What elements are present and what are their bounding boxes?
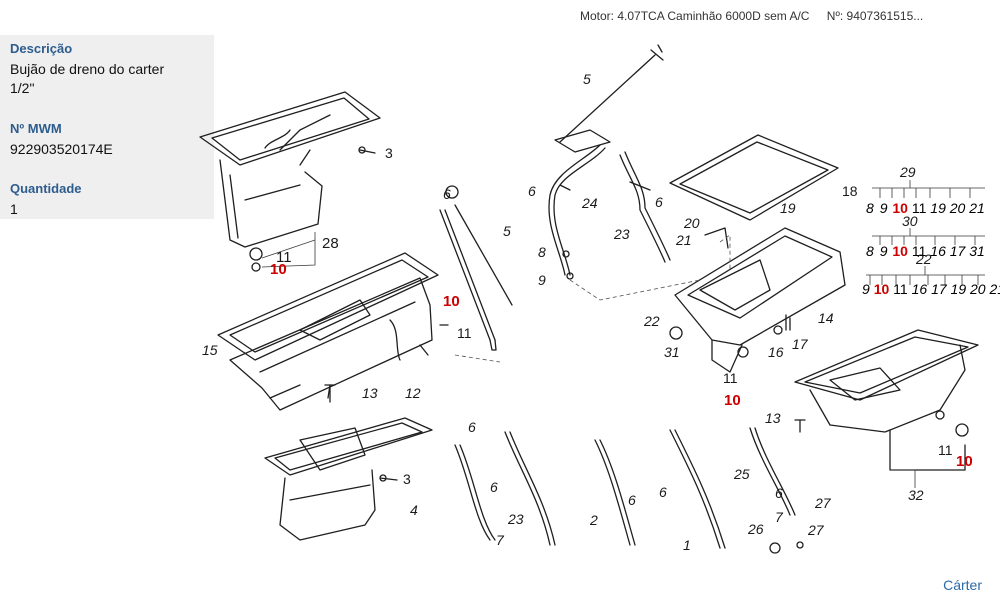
callout-14: 14 xyxy=(818,310,834,326)
callout-16: 16 xyxy=(768,344,784,360)
callout-15: 15 xyxy=(202,342,218,358)
callout-21: 21 xyxy=(675,232,692,248)
callout-3-top: 3 xyxy=(385,145,393,161)
callout-9: 9 xyxy=(538,272,546,288)
quantity-value: 1 xyxy=(10,201,18,217)
motor-label: Motor: 4.07TCA Caminhão 6000D sem A/C xyxy=(580,9,810,23)
mwm-number-value: 922903520174E xyxy=(10,141,113,157)
mwm-number-label: Nº MWM xyxy=(10,121,62,136)
callout-22-a: 22 xyxy=(643,313,660,329)
callout-17: 17 xyxy=(792,336,809,352)
callout-8: 8 xyxy=(538,244,546,260)
callout-10-top-left: 10 xyxy=(270,261,287,278)
callout-20: 20 xyxy=(683,215,700,231)
description-value-line2: 1/2" xyxy=(10,80,35,96)
callout-6-middle: 6 xyxy=(443,186,451,202)
callout-2: 2 xyxy=(589,512,598,528)
dipstick-tube-23 xyxy=(619,151,671,263)
callout-10-lower-right: 10 xyxy=(956,453,973,470)
callout-11-top-left: 11 xyxy=(276,249,292,266)
callout-22-b: 22 xyxy=(915,251,932,267)
oil-pan-right-upper xyxy=(669,134,846,373)
kit-row-3: 9 10 11 16 17 19 20 21 xyxy=(862,281,1000,297)
callout-31: 31 xyxy=(664,344,680,360)
kit-row-1: 8 9 10 11 19 20 21 xyxy=(866,200,985,216)
description-value-line1: Bujão de dreno do carter xyxy=(10,61,165,77)
callout-11-lower-right: 11 xyxy=(938,442,953,458)
callout-27-b: 27 xyxy=(807,522,825,538)
callout-11-right: 11 xyxy=(723,370,738,386)
header-info: Motor: 4.07TCA Caminhão 6000D sem A/C Nº… xyxy=(580,9,937,23)
callout-7-a: 7 xyxy=(496,532,505,548)
oil-pan-middle-left xyxy=(217,252,439,411)
callout-labels: 3 11 10 28 5 6 24 8 9 6 23 18 19 20 21 2… xyxy=(202,71,973,553)
oil-pan-right-lower xyxy=(794,329,979,471)
callout-24: 24 xyxy=(581,195,598,211)
callout-29: 29 xyxy=(899,164,916,180)
dipstick-middle xyxy=(439,185,513,351)
callout-30: 30 xyxy=(902,213,918,229)
callout-6-g: 6 xyxy=(775,485,783,501)
callout-6-f: 6 xyxy=(659,484,667,500)
kit-row-2: 8 9 10 11 16 17 31 xyxy=(866,243,985,259)
callout-1: 1 xyxy=(683,537,691,553)
oil-pan-top-left xyxy=(199,91,381,272)
part-info-panel: Descrição Bujão de dreno do carter 1/2" … xyxy=(0,35,214,219)
part-number-label: Nº: 9407361515... xyxy=(826,9,924,23)
callout-6-b: 6 xyxy=(655,194,663,210)
bolts xyxy=(324,314,806,433)
callout-13-left: 13 xyxy=(362,385,378,401)
kit-rows: 8 9 10 11 19 20 21 8 9 10 11 16 17 31 9 … xyxy=(862,200,1000,297)
callout-6-d: 6 xyxy=(490,479,498,495)
callout-4: 4 xyxy=(410,502,418,518)
callout-13-right: 13 xyxy=(765,410,781,426)
dipstick-tube-24 xyxy=(548,144,606,280)
callout-10-middle: 10 xyxy=(443,293,460,310)
callout-6-e: 6 xyxy=(628,492,636,508)
description-label: Descrição xyxy=(10,41,73,56)
callout-5-top: 5 xyxy=(583,71,591,87)
callout-7-b: 7 xyxy=(775,509,784,525)
leader-lines xyxy=(261,180,985,488)
callout-23-b: 23 xyxy=(507,511,524,527)
callout-11-middle: 11 xyxy=(457,325,472,341)
callout-10-right: 10 xyxy=(724,392,741,409)
dipstick-tubes-bottom xyxy=(454,427,804,554)
callout-25: 25 xyxy=(733,466,750,482)
callout-32: 32 xyxy=(908,487,924,503)
callout-28: 28 xyxy=(322,235,339,252)
callout-27-a: 27 xyxy=(814,495,832,511)
dipstick-upper xyxy=(554,44,664,153)
callout-12: 12 xyxy=(405,385,421,401)
carter-link[interactable]: Cárter xyxy=(943,577,982,593)
callout-18: 18 xyxy=(842,183,858,199)
oil-pan-lower-left xyxy=(264,417,433,541)
callout-6-a: 6 xyxy=(528,183,536,199)
callout-5-middle: 5 xyxy=(503,223,511,239)
callout-19: 19 xyxy=(780,200,796,216)
callout-6-c: 6 xyxy=(468,419,476,435)
quantity-label: Quantidade xyxy=(10,181,82,196)
dashed-links xyxy=(454,234,731,363)
callout-26: 26 xyxy=(747,521,764,537)
callout-23-a: 23 xyxy=(613,226,630,242)
callout-3-lower: 3 xyxy=(403,471,411,487)
